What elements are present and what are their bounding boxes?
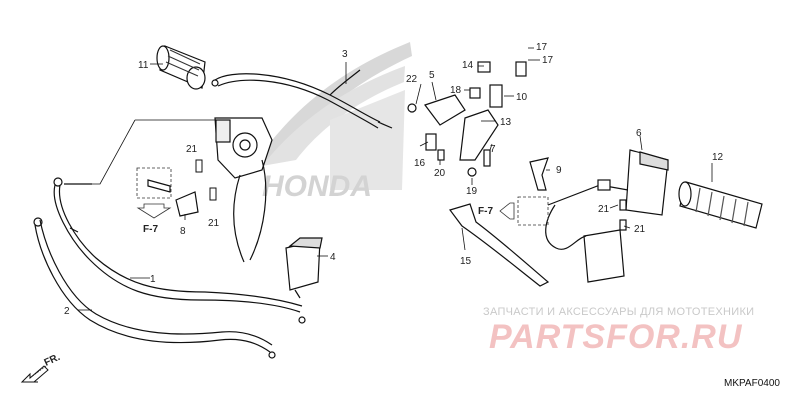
callouts: 11 3 22 5 14 18 17 17 10 13 16 20 19 7 6… <box>64 42 724 317</box>
leader-lines <box>78 47 713 311</box>
callout-4: 4 <box>330 252 336 263</box>
callout-18: 18 <box>450 85 462 96</box>
callout-15: 15 <box>460 256 472 267</box>
switch-4 <box>285 237 323 299</box>
callout-21d: 21 <box>634 224 646 235</box>
bracket-8 <box>147 179 199 217</box>
callout-5: 5 <box>429 70 435 81</box>
left-grip <box>156 45 206 90</box>
callout-17b: 17 <box>542 55 554 66</box>
callout-2: 2 <box>64 306 70 317</box>
cable-1-2 <box>33 177 306 359</box>
cable-3 <box>211 69 393 129</box>
callout-16: 16 <box>414 158 426 169</box>
clutch-bracket <box>407 61 527 177</box>
callout-13: 13 <box>500 117 512 128</box>
callout-14: 14 <box>462 60 474 71</box>
callout-7: 7 <box>490 144 496 155</box>
callout-20: 20 <box>434 168 446 179</box>
f7-ref-right-label: F-7 <box>478 206 493 217</box>
master-cylinder-6 <box>545 149 669 283</box>
callout-22: 22 <box>406 74 418 85</box>
watermark-subtitle: ЗАПЧАСТИ И АКСЕССУАРЫ ДЛЯ МОТОТЕХНИКИ <box>483 306 755 318</box>
callout-21a: 21 <box>186 144 198 155</box>
diagram-code: MKPAF0400 <box>724 378 780 389</box>
front-arrow: FR. <box>20 352 62 383</box>
callout-19: 19 <box>466 186 478 197</box>
bolt-21-left <box>195 159 217 201</box>
honda-wing-logo: HONDA <box>250 42 412 203</box>
f7-ref-right: F-7 <box>478 196 549 226</box>
front-arrow-label: FR. <box>43 352 62 369</box>
callout-9: 9 <box>556 165 562 176</box>
callout-8: 8 <box>180 226 186 237</box>
callout-21b: 21 <box>208 218 220 229</box>
callout-17a: 17 <box>536 42 548 53</box>
callout-11: 11 <box>138 60 149 71</box>
watermark-site: PARTSFOR.RU <box>489 318 743 356</box>
f7-ref-left: F-7 <box>136 167 172 235</box>
callout-6: 6 <box>636 128 642 139</box>
part-9 <box>529 157 549 191</box>
lever-15 <box>449 203 550 287</box>
callout-3: 3 <box>342 49 348 60</box>
callout-21c: 21 <box>598 204 610 215</box>
callout-10: 10 <box>516 92 528 103</box>
callout-12: 12 <box>712 152 724 163</box>
throttle-housing <box>214 117 273 263</box>
f7-ref-left-label: F-7 <box>143 224 158 235</box>
right-grip-12 <box>678 181 763 229</box>
callout-1: 1 <box>150 274 156 285</box>
honda-text: HONDA <box>262 170 372 203</box>
